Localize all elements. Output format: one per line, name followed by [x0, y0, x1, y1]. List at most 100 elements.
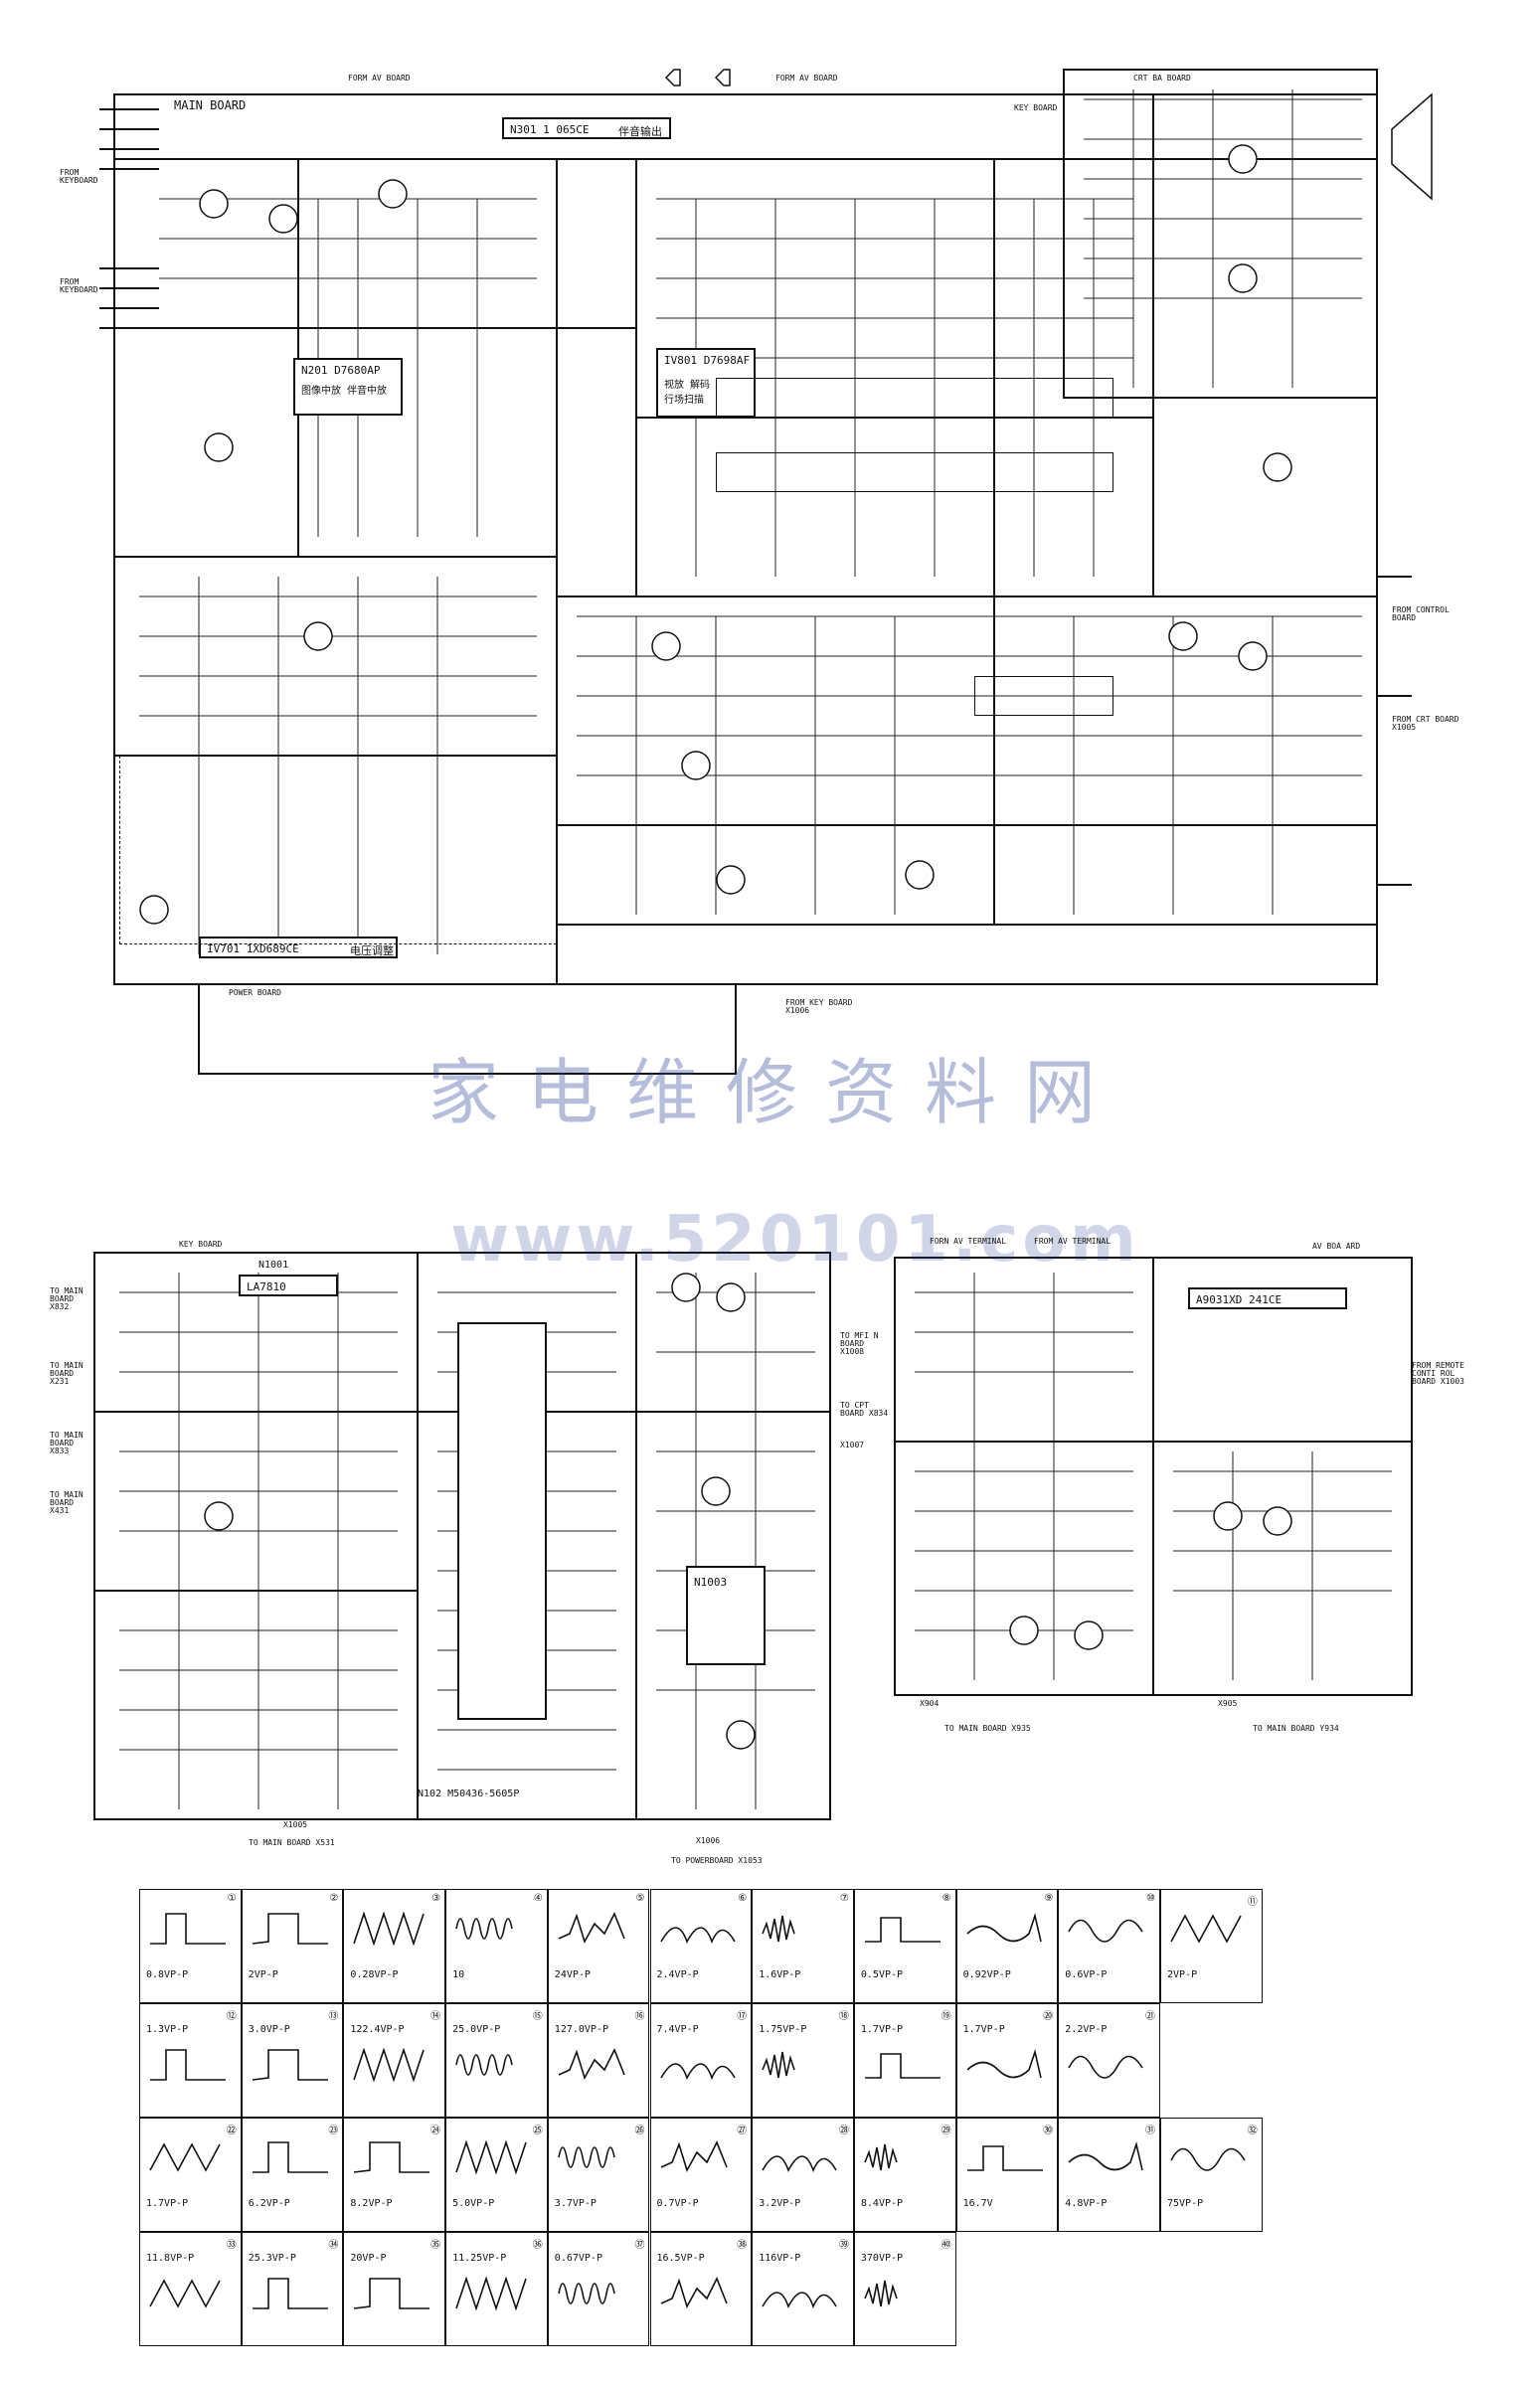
- waveform-number: ㉑: [1144, 2011, 1155, 2022]
- waveform-amplitude: 0.28VP-P: [350, 1969, 399, 1980]
- waveform-trace: [966, 1913, 1042, 1943]
- waveform-amplitude: 20VP-P: [350, 2253, 387, 2264]
- control-board-label: FROM CONTROL BOARD: [1392, 605, 1450, 622]
- to-mfin-board: TO MFI N BOARD X1008: [840, 1331, 879, 1356]
- waveform-amplitude: 0.8VP-P: [146, 1969, 189, 1980]
- waveform-trace: [864, 2280, 898, 2307]
- waveform-amplitude: 0.5VP-P: [860, 1969, 904, 1980]
- to-main-board-y934: TO MAIN BOARD Y934: [1253, 1724, 1339, 1733]
- from-crt-board-label: FROM CRT BOARD X1005: [1392, 715, 1459, 732]
- ic-pin-block-top: [716, 378, 1113, 418]
- waveform-amplitude: 7.4VP-P: [656, 2024, 699, 2035]
- waveform-number: ⑬: [328, 2011, 339, 2022]
- waveform-number: ⑤: [635, 1893, 645, 1904]
- waveform-number: ㉔: [430, 2126, 441, 2136]
- waveform-trace: [659, 1927, 736, 1945]
- to-main-board-x431: TO MAIN BOARD X431: [50, 1490, 84, 1515]
- connector-x905: X905: [1218, 1699, 1238, 1708]
- waveform-number: ③: [431, 1893, 441, 1904]
- waveform-amplitude: 25.0VP-P: [452, 2024, 501, 2035]
- waveform-cell: ㉘ 3.2VP-P: [752, 2118, 854, 2232]
- waveform-number: ⑦: [839, 1893, 849, 1904]
- av-board-title: AV BOA ARD: [1312, 1242, 1361, 1251]
- waveform-trace: [1068, 1919, 1143, 1943]
- to-main-board-x531: TO MAIN BOARD X531: [249, 1838, 335, 1847]
- waveform-trace: [1170, 2147, 1246, 2171]
- waveform-number: ㊳: [737, 2240, 748, 2251]
- watermark-chinese: 家电维修资料网: [427, 1051, 1123, 1134]
- waveform-amplitude: 4.8VP-P: [1065, 2198, 1108, 2209]
- ic-n102: [457, 1322, 547, 1720]
- waveform-number: ㉘: [838, 2126, 849, 2136]
- waveform-amplitude: 127.0VP-P: [554, 2024, 608, 2035]
- waveform-amplitude: 16.5VP-P: [656, 2253, 705, 2264]
- waveform-number: ㉚: [1043, 2126, 1054, 2136]
- waveform-trace: [864, 2053, 941, 2079]
- waveform-amplitude: 1.75VP-P: [759, 2024, 807, 2035]
- waveform-number: ㉟: [430, 2240, 441, 2251]
- to-main-board-x935: TO MAIN BOARD X935: [944, 1724, 1031, 1733]
- waveform-trace: [762, 2051, 795, 2079]
- waveform-trace: [252, 2141, 328, 2173]
- waveform-amplitude: 3.2VP-P: [759, 2198, 801, 2209]
- waveform-trace: [762, 1915, 795, 1943]
- ic-n301: N301 1 065CE 伴音输出: [502, 117, 671, 139]
- waveform-trace: [150, 2049, 226, 2081]
- ic-n1001-label: N1001: [258, 1260, 289, 1271]
- waveform-cell: ㉟ 20VP-P: [343, 2232, 446, 2346]
- waveform-amplitude: 0.67VP-P: [554, 2253, 602, 2264]
- waveform-number: ⑭: [430, 2011, 441, 2022]
- ic-a9031xd: A9031XD 241CE: [1188, 1287, 1347, 1309]
- waveform-number: ⑮: [532, 2011, 543, 2022]
- from-keyboard-label-1: FROM KEYBOARD: [60, 168, 98, 185]
- waveform-trace: [558, 2146, 615, 2168]
- waveform-trace: [354, 2278, 430, 2309]
- waveform-cell: ⑨ 0.92VP-P: [955, 1889, 1059, 2003]
- waveform-cell: ⑮ 25.0VP-P: [445, 2003, 548, 2118]
- waveform-amplitude: 0.6VP-P: [1065, 1969, 1108, 1980]
- crt-board-label: CRT BA BOARD: [1133, 74, 1191, 83]
- waveform-number: ㉒: [226, 2126, 237, 2136]
- waveform-trace: [864, 1917, 941, 1943]
- waveform-amplitude: 2VP-P: [1167, 1969, 1198, 1980]
- waveform-trace: [558, 2048, 625, 2081]
- waveform-number: ㉓: [328, 2126, 339, 2136]
- waveform-trace: [354, 2141, 430, 2173]
- waveform-amplitude: 0.92VP-P: [962, 1969, 1011, 1980]
- waveform-trace: [353, 1911, 426, 1947]
- from-av-terminal: FROM AV TERMINAL: [1034, 1237, 1112, 1246]
- waveform-amplitude: 1.7VP-P: [962, 2024, 1005, 2035]
- waveform-amplitude: 2VP-P: [248, 1969, 278, 1980]
- waveform-amplitude: 1.7VP-P: [146, 2198, 189, 2209]
- waveform-amplitude: 11.25VP-P: [452, 2253, 507, 2264]
- waveform-amplitude: 122.4VP-P: [350, 2024, 405, 2035]
- waveform-trace: [762, 2155, 837, 2173]
- waveform-number: ⑨: [1044, 1893, 1054, 1904]
- key-board-title: KEY BOARD: [179, 1240, 223, 1249]
- waveform-number: ㉜: [1247, 2126, 1258, 2136]
- waveform-number: ㉕: [532, 2126, 543, 2136]
- waveform-trace: [252, 2278, 328, 2309]
- to-power-board: TO POWERBOARD X1053: [671, 1856, 763, 1865]
- waveform-number: ㊲: [634, 2240, 645, 2251]
- waveform-number: ⑲: [941, 2011, 951, 2022]
- waveform-trace: [762, 2292, 837, 2309]
- waveform-amplitude: 2.4VP-P: [656, 1969, 699, 1980]
- waveform-trace: [659, 2063, 736, 2081]
- waveform-number: ㉗: [737, 2126, 748, 2136]
- waveform-number: ⑥: [738, 1893, 748, 1904]
- waveform-amplitude: 10: [452, 1969, 465, 1980]
- ic-pin-block-mid: [974, 676, 1113, 716]
